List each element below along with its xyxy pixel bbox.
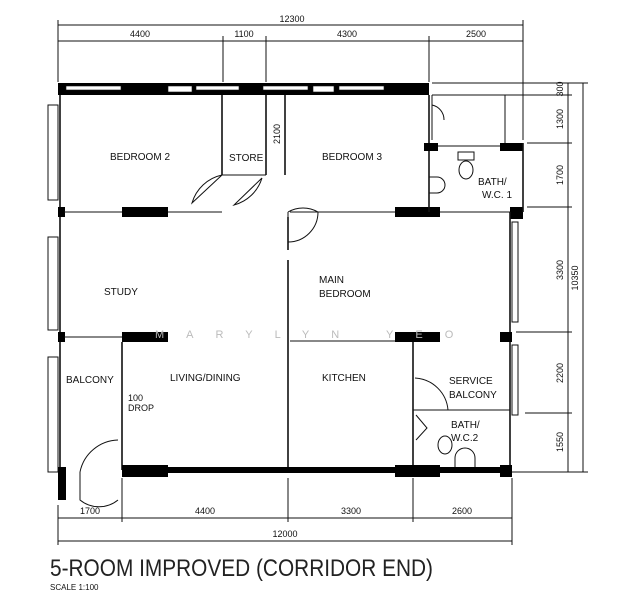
dim-right-6: 1550 <box>555 432 565 452</box>
dim-bottom-1: 1700 <box>80 506 100 516</box>
plan-scale: SCALE 1:100 <box>50 583 99 592</box>
dim-top-2: 1100 <box>234 29 253 39</box>
dim-bottom-4: 2600 <box>452 506 472 516</box>
label-drop-2: DROP <box>128 403 154 413</box>
bottom-dimensions: 1700 4400 3300 2600 12000 <box>57 478 513 545</box>
label-bedroom-3: BEDROOM 3 <box>322 152 382 163</box>
top-dimensions: 12300 4400 1100 4300 2500 <box>57 14 524 140</box>
watermark: MARYLYN YEO <box>155 329 475 341</box>
label-bath-1b: W.C. 1 <box>482 190 512 201</box>
dim-right-2: 1300 <box>555 109 565 129</box>
label-drop-1: 100 <box>128 393 143 403</box>
dim-right-4: 3300 <box>555 260 565 280</box>
walls <box>47 83 524 500</box>
dim-right-1: 300 <box>555 81 565 96</box>
label-main-bedroom-2: BEDROOM <box>319 289 371 300</box>
dim-top-4: 2500 <box>466 29 486 39</box>
dim-bottom-2: 4400 <box>195 506 215 516</box>
label-bath-1a: BATH/ <box>478 177 507 188</box>
label-service-balcony-2: BALCONY <box>449 390 497 401</box>
label-kitchen: KITCHEN <box>322 373 366 384</box>
doors <box>79 95 449 508</box>
label-main-bedroom-1: MAIN <box>319 275 344 286</box>
dim-right-3: 1700 <box>555 165 565 185</box>
toilet-2-icon <box>437 435 453 455</box>
dim-store-height: 2100 <box>272 124 282 144</box>
fixtures <box>415 151 476 467</box>
dim-top-3: 4300 <box>337 29 357 39</box>
room-labels: BEDROOM 2 STORE BEDROOM 3 2100 BATH/ W.C… <box>66 124 512 444</box>
label-bath-2a: BATH/ <box>451 420 480 431</box>
label-living-dining: LIVING/DINING <box>170 373 241 384</box>
dim-right-total: 10350 <box>570 265 580 290</box>
label-store: STORE <box>229 153 264 164</box>
label-bedroom-2: BEDROOM 2 <box>110 152 170 163</box>
dim-bottom-total: 12000 <box>272 529 297 539</box>
plan-title: 5-ROOM IMPROVED (CORRIDOR END) <box>50 555 433 582</box>
label-bath-2b: W.C.2 <box>451 433 479 444</box>
label-balcony: BALCONY <box>66 375 114 386</box>
dim-right-5: 2200 <box>555 363 565 383</box>
dim-bottom-3: 3300 <box>341 506 361 516</box>
toilet-icon <box>458 160 474 180</box>
dim-top-total: 12300 <box>279 14 304 24</box>
label-service-balcony-1: SERVICE <box>449 376 493 387</box>
label-study: STUDY <box>104 287 138 298</box>
dim-top-1: 4400 <box>130 29 150 39</box>
